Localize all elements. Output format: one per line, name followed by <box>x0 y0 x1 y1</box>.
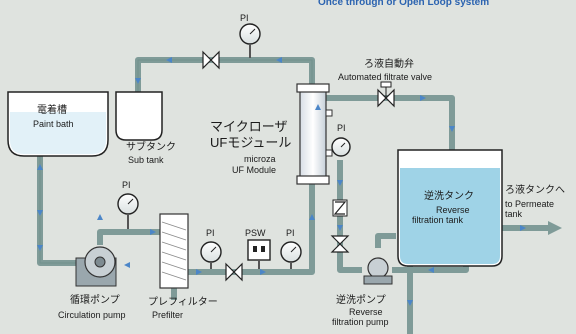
reverse-filtration-pump <box>363 257 393 285</box>
pressure-switch <box>247 239 271 269</box>
pi-label-outlet: PI <box>286 228 295 238</box>
pi-label-uf: PI <box>337 123 346 133</box>
pi-gauge-inlet <box>200 241 222 269</box>
paint-bath-jp: 電着槽 <box>37 105 67 116</box>
prefilter-jp: プレフィルター <box>148 297 218 308</box>
filtrate-valve-en: Automated filtrate valve <box>338 72 433 82</box>
circulation-pump-jp: 循環ポンプ <box>70 295 120 306</box>
reverse-tank-en2: filtration tank <box>412 215 464 225</box>
uf-module-en1: microza <box>244 154 276 164</box>
reverse-tank-jp: 逆洗タンク <box>424 191 474 202</box>
pipe-filtrate-line <box>318 95 455 150</box>
uf-module-jp2: UFモジュール <box>210 135 292 150</box>
sub-tank-jp: サブタンク <box>126 142 176 153</box>
sub-tank <box>115 91 163 141</box>
permeate-en2: tank <box>505 209 523 219</box>
permeate-jp: ろ液タンクへ <box>505 185 565 196</box>
filtrate-valve-jp: ろ液自動弁 <box>364 59 414 70</box>
pi-label-inlet: PI <box>206 228 215 238</box>
uf-module <box>296 83 333 185</box>
pi-gauge-circulation <box>117 193 139 229</box>
valve-reverse <box>330 235 350 253</box>
permeate-arrowhead <box>548 221 562 235</box>
reverse-tank-en1: Reverse <box>436 205 470 215</box>
filtrate-auto-valve <box>377 81 395 108</box>
valve-top <box>202 50 220 70</box>
pipe-bath-to-pump <box>37 150 85 266</box>
pi-gauge-uf <box>331 137 351 157</box>
pipe-reverse-riser <box>337 160 362 273</box>
paint-bath-en: Paint bath <box>33 119 74 129</box>
pi-gauge-outlet <box>280 241 302 269</box>
pi-label-top: PI <box>240 13 249 23</box>
reverse-pump-en2: filtration pump <box>332 317 389 327</box>
uf-module-jp1: マイクローザ <box>210 119 288 134</box>
pi-gauge-top <box>239 23 261 58</box>
uf-module-en2: UF Module <box>232 165 277 175</box>
paint-bath-tank <box>7 91 109 157</box>
check-valve-reverse <box>332 199 348 217</box>
psw-label: PSW <box>245 228 266 238</box>
reverse-pump-jp: 逆洗ポンプ <box>336 295 386 306</box>
sub-tank-en: Sub tank <box>128 155 164 165</box>
pi-label-circulation: PI <box>122 180 131 190</box>
reverse-filtration-tank <box>397 149 503 267</box>
system-title: Once through or Open Loop system <box>318 0 490 8</box>
valve-circulation <box>225 262 243 282</box>
pipe-pump-to-prefilter <box>97 229 160 245</box>
pipe-uf-to-subtank <box>135 57 315 98</box>
reverse-pump-en1: Reverse <box>349 307 383 317</box>
prefilter <box>159 213 189 289</box>
flow-arrows <box>37 57 526 306</box>
prefilter-en: Prefilter <box>152 310 184 320</box>
permeate-en1: to Permeate <box>505 199 555 209</box>
pipe-reverse-pump-drop <box>375 233 396 248</box>
circulation-pump <box>75 246 117 287</box>
circulation-pump-en: Circulation pump <box>58 310 126 320</box>
